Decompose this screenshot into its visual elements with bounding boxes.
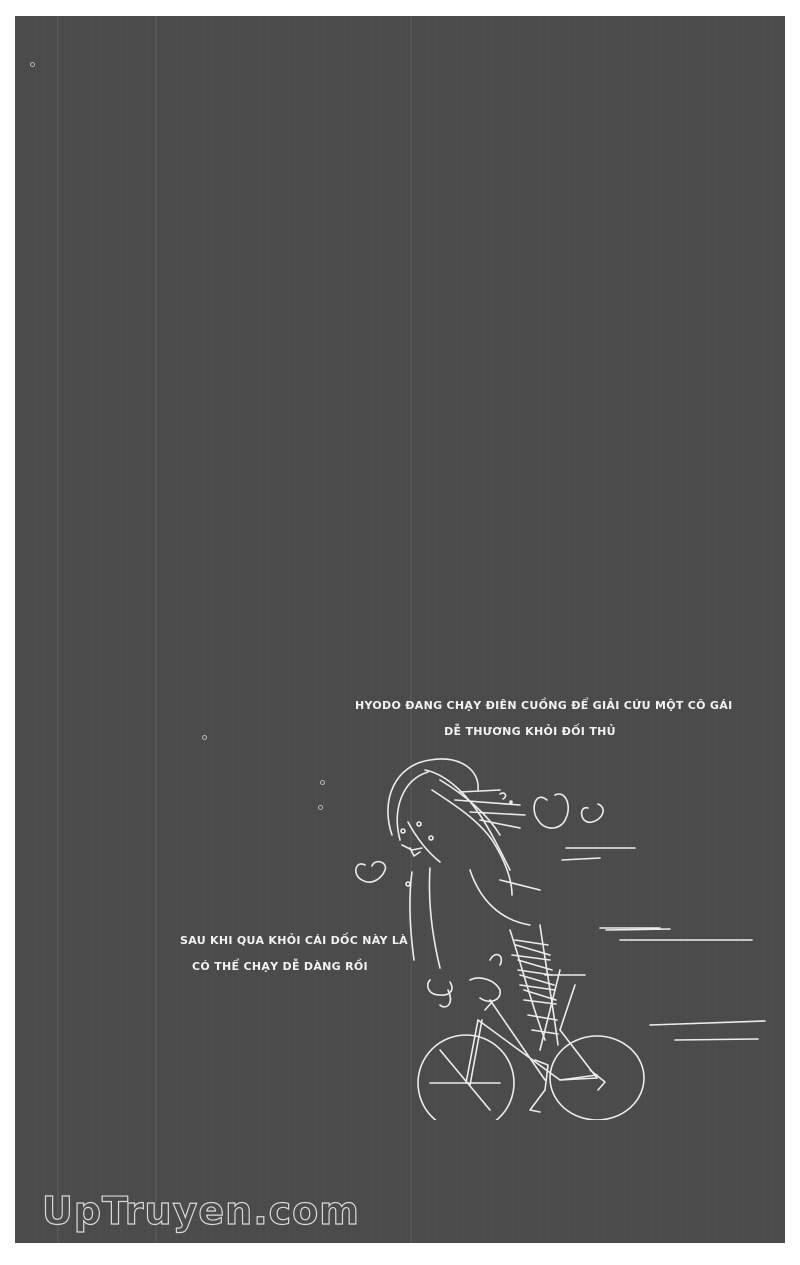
body-sketch [409, 867, 559, 1113]
speed-lines [561, 847, 766, 1041]
paper-speck [320, 780, 325, 785]
arms-sketch [426, 953, 503, 1008]
girl-on-bicycle-illustration [355, 758, 766, 1120]
panel-seam [155, 16, 157, 1243]
panel-seam [57, 16, 59, 1243]
face-sketch [400, 792, 513, 857]
panel-seam [410, 16, 412, 1243]
bicycle-sketch [417, 969, 645, 1120]
caption-top-line-1: HYODO ĐANG CHẠY ĐIÊN CUỒNG ĐỂ GIẢI CỨU M… [355, 699, 733, 712]
paper-speck [202, 735, 207, 740]
caption-left-line-1: SAU KHI QUA KHỎI CÁI DỐC NÀY LÀ [180, 934, 408, 947]
breath-puffs [355, 793, 604, 887]
caption-left: SAU KHI QUA KHỎI CÁI DỐC NÀY LÀ CÓ THỂ C… [180, 928, 408, 980]
manga-panel [15, 16, 785, 1243]
paper-speck [30, 62, 35, 67]
caption-top-line-2: DỄ THƯƠNG KHỎI ĐỐI THỦ [444, 725, 616, 738]
caption-top: HYODO ĐANG CHẠY ĐIÊN CUỒNG ĐỂ GIẢI CỨU M… [355, 693, 733, 745]
site-watermark: UpTruyen.com [41, 1188, 360, 1233]
paper-speck [318, 805, 323, 810]
caption-left-line-2: CÓ THỂ CHẠY DỄ DÀNG RỒI [192, 960, 368, 973]
hair-sketch [387, 758, 526, 896]
